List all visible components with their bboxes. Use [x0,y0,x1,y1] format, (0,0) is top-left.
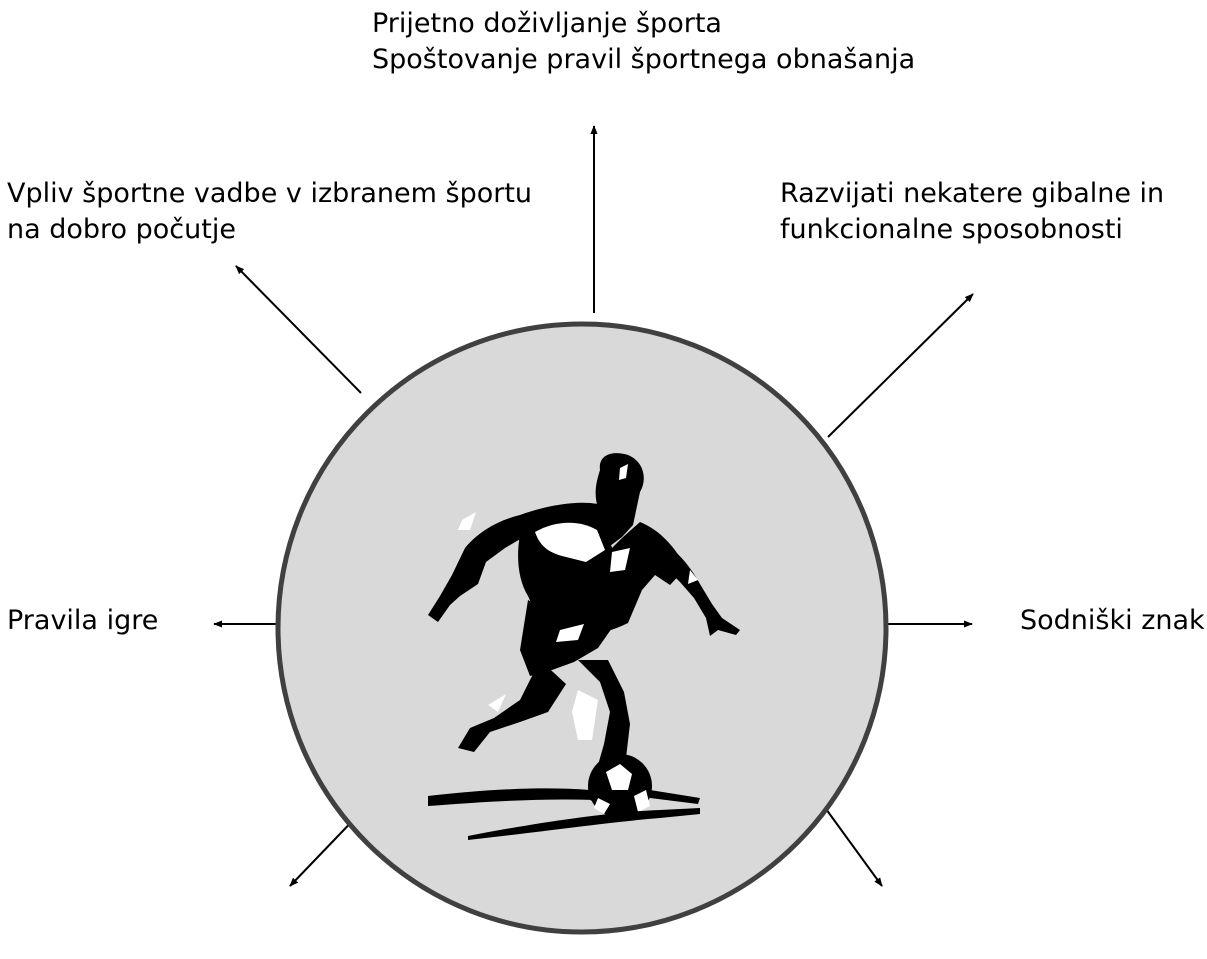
label-left-line1: Pravila igre [7,605,159,636]
label-top-line1: Prijetno doživljanje športa [372,8,722,39]
label-right-line1: Sodniški znaki [1020,605,1207,636]
label-top-left: Vpliv športne vadbe v izbranem športu na… [7,176,532,248]
label-top-left-line1: Vpliv športne vadbe v izbranem športu [7,178,533,209]
label-top-right-line1: Razvijati nekatere gibalne in [780,178,1165,209]
soccer-player-icon [428,453,740,840]
label-top-line2: Spoštovanje pravil športnega obnašanja [372,44,916,75]
arrow-top-right [827,293,974,438]
label-left: Pravila igre [7,603,158,639]
label-top-left-line2: na dobro počutje [7,214,236,245]
label-top-right-line2: funkcionalne sposobnosti [780,214,1123,245]
label-top-right: Razvijati nekatere gibalne in funkcional… [780,176,1164,248]
label-top: Prijetno doživljanje športa Spoštovanje … [372,6,915,78]
label-right: Sodniški znaki [1020,603,1207,639]
arrow-top-left [235,265,362,394]
